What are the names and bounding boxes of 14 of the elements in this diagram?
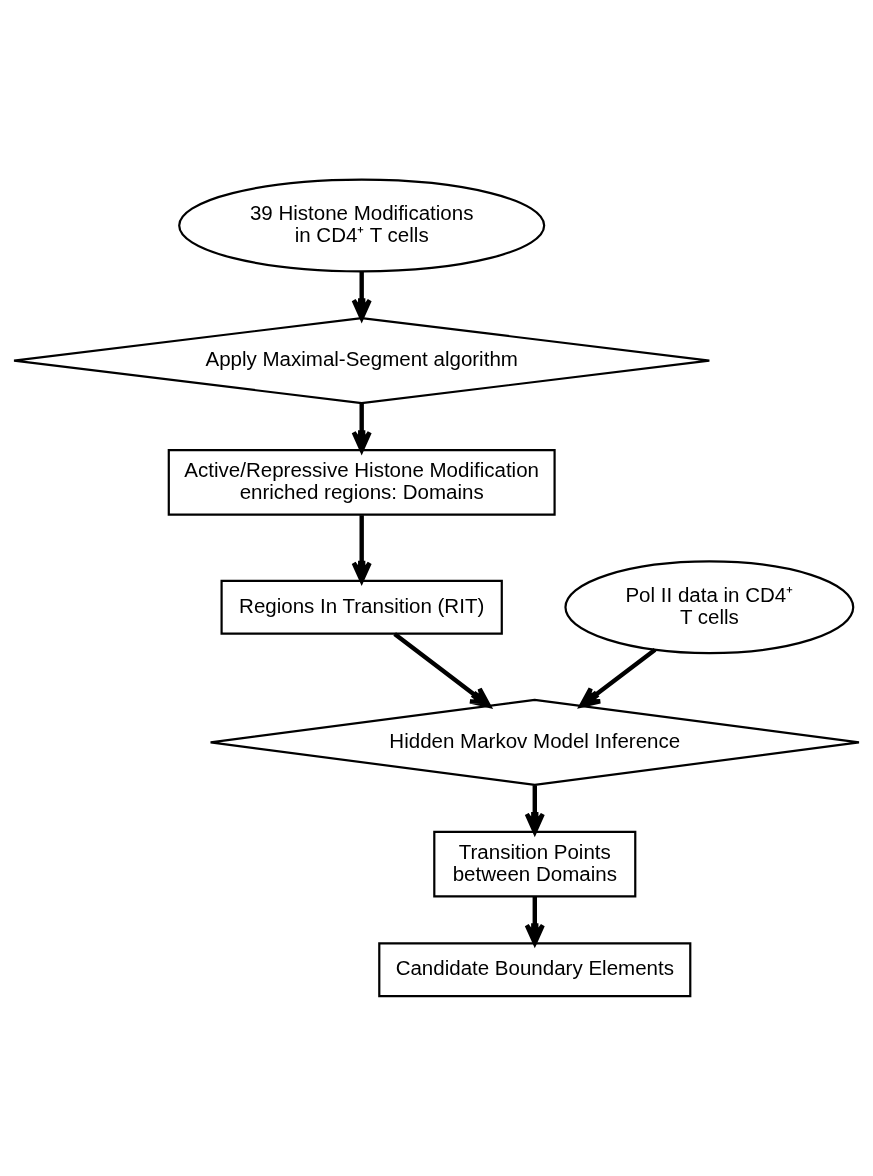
arrow — [579, 648, 657, 708]
arrow — [351, 271, 372, 321]
node-box: Candidate Boundary Elements — [378, 942, 692, 998]
node-diamond: Apply Maximal-Segment algorithm — [12, 316, 711, 405]
node-ellipse: 39 Histone Modifications in CD4⁺ T cells — [178, 178, 546, 273]
node-box: Transition Points between Domains — [433, 830, 637, 898]
arrow — [393, 632, 492, 709]
node-box: Regions In Transition (RIT) — [220, 579, 503, 635]
node-ellipse: Pol II data in CD4⁺ T cells — [564, 560, 855, 655]
node-box: Active/Repressive Histone Modification enriched regions: Domains — [167, 449, 556, 516]
arrow — [351, 403, 372, 453]
arrow — [351, 515, 372, 583]
arrow — [524, 896, 545, 946]
node-diamond: Hidden Markov Model Inference — [209, 698, 861, 786]
